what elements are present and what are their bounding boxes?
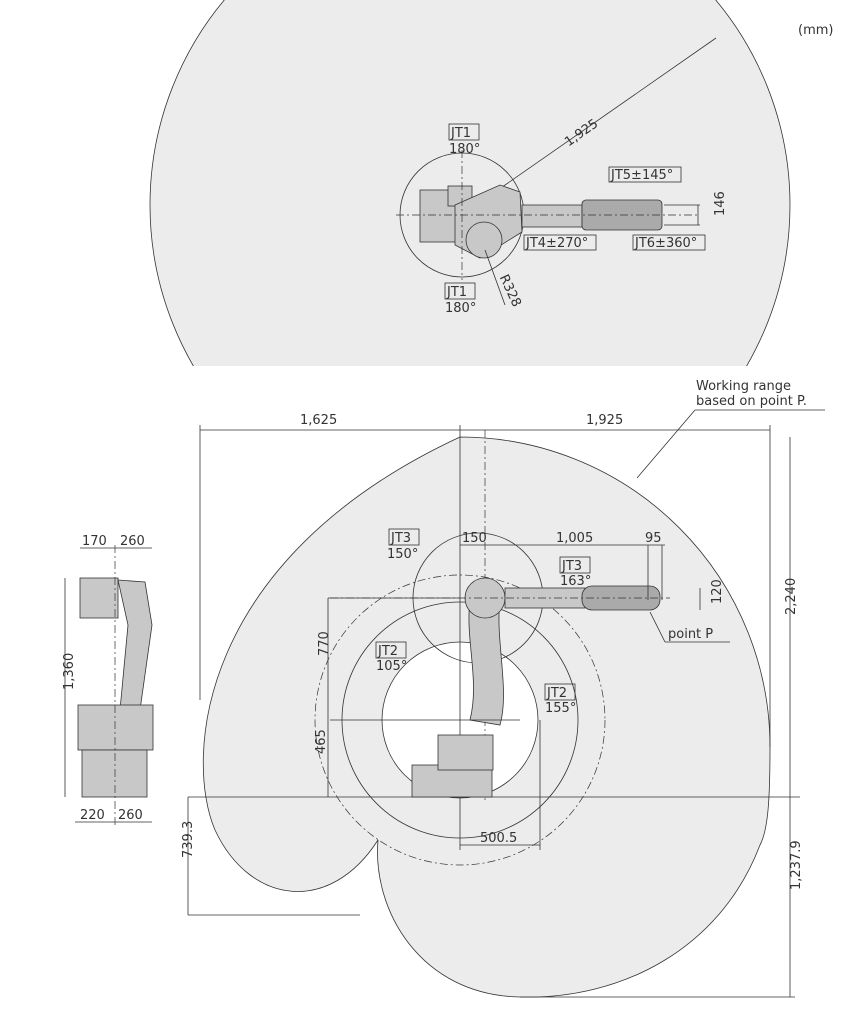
bottom-260-label: 260 xyxy=(118,808,143,823)
arm-770-label: 770 xyxy=(317,631,332,656)
jt2-back-joint: JT2 xyxy=(377,644,398,659)
height-1360-label: 1,360 xyxy=(62,653,77,690)
wrist-width-label: 146 xyxy=(713,191,728,216)
top-170-label: 170 xyxy=(82,534,107,549)
jt5-label: JT5±145° xyxy=(610,168,673,183)
side-view: 1,625 1,925 Working range based on point… xyxy=(181,379,825,998)
below-739-3-label: 739.3 xyxy=(181,821,196,858)
jt6-label: JT6±360° xyxy=(634,236,697,251)
jt2-front-joint: JT2 xyxy=(546,686,567,701)
jt1-top-joint: JT1 xyxy=(450,126,471,141)
dim-500-5-label: 500.5 xyxy=(480,831,517,846)
total-height-label: 2,240 xyxy=(784,578,799,615)
working-range-note-2: based on point P. xyxy=(696,394,807,409)
arm-1005-label: 1,005 xyxy=(556,531,593,546)
jt2-back-angle: 105° xyxy=(376,659,407,674)
offset-150-label: 150 xyxy=(462,531,487,546)
point-p-label: point P xyxy=(668,627,713,642)
working-range-note-1: Working range xyxy=(696,379,791,394)
jt3-upper-angle: 150° xyxy=(387,547,418,562)
wrist-height-label: 120 xyxy=(710,579,725,604)
robot-top-drawing xyxy=(396,150,700,306)
rear-reach-label: 1,625 xyxy=(300,413,337,428)
top-view: 1,925 JT1 180° JT1 180° JT5±145° JT4±270… xyxy=(149,0,791,366)
unit-label: (mm) xyxy=(798,23,833,38)
below-1237-9-label: 1,237.9 xyxy=(789,840,804,890)
robot-side-drawing xyxy=(330,577,670,798)
top-260-label: 260 xyxy=(120,534,145,549)
base-465-label: 465 xyxy=(314,729,329,754)
arm-95-label: 95 xyxy=(645,531,662,546)
jt1-bottom-joint: JT1 xyxy=(446,285,467,300)
jt1-bottom-angle: 180° xyxy=(445,301,476,316)
jt3-lower-joint: JT3 xyxy=(561,559,582,574)
jt1-top-angle: 180° xyxy=(449,142,480,157)
jt2-front-angle: 155° xyxy=(545,701,576,716)
bottom-220-label: 220 xyxy=(80,808,105,823)
jt3-upper-joint: JT3 xyxy=(390,531,411,546)
jt3-lower-angle: 163° xyxy=(560,574,591,589)
jt4-label: JT4±270° xyxy=(525,236,588,251)
front-view: 170 260 1,360 220 260 xyxy=(62,534,154,825)
top-working-range xyxy=(149,0,791,366)
front-reach-label: 1,925 xyxy=(586,413,623,428)
reach-line xyxy=(461,37,717,216)
